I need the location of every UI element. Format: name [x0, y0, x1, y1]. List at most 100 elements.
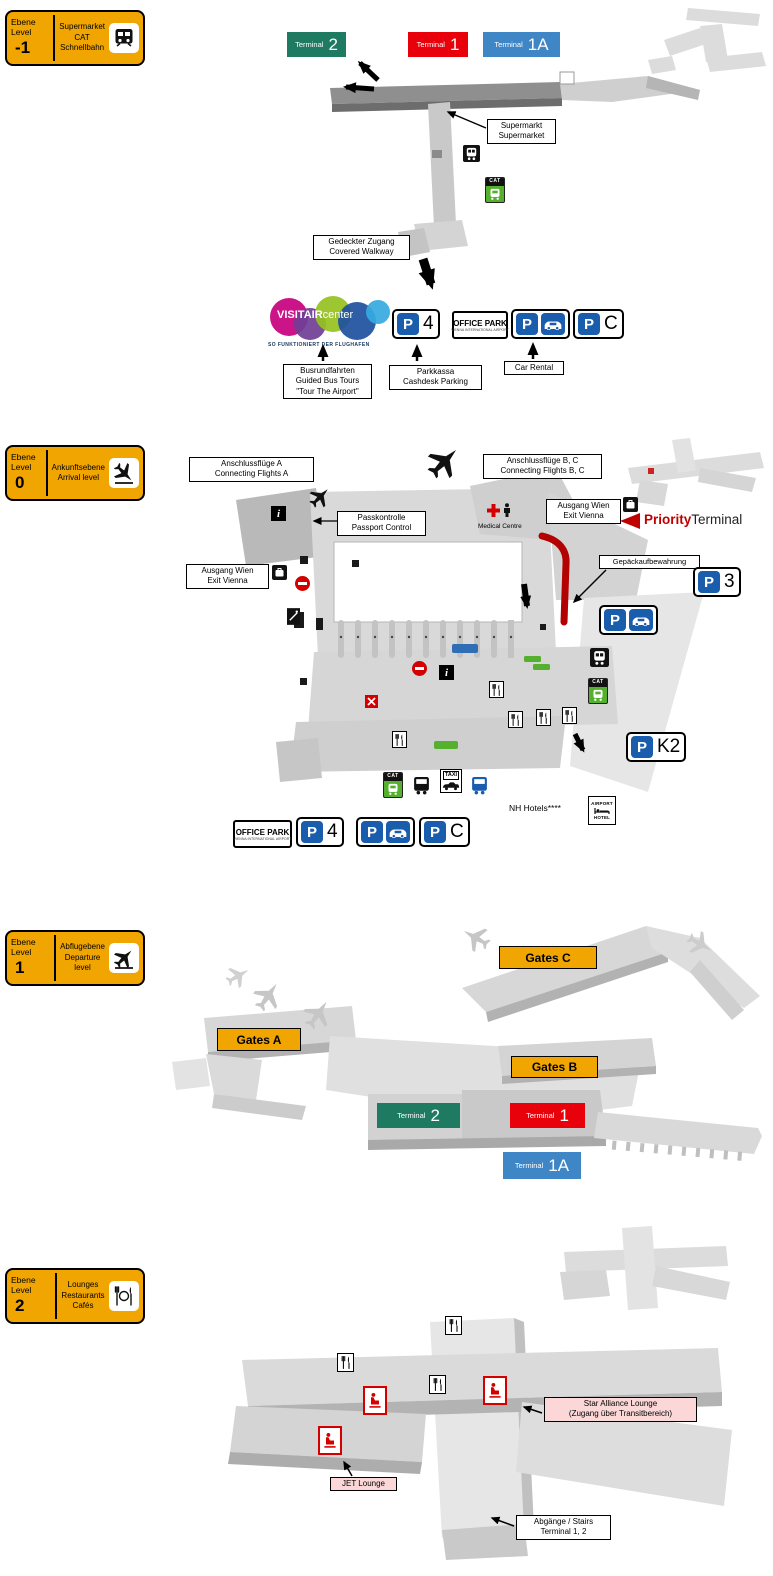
parking-c-sign: P C: [573, 309, 624, 339]
restaurant-icon: [109, 1281, 139, 1311]
label-line: Abgänge / Stairs: [533, 1517, 594, 1526]
level-badge-0: Ebene Level 0 Ankunftsebene Arrival leve…: [5, 445, 145, 501]
priority-terminal-label: Priority Terminal: [644, 512, 742, 527]
cat-label: CAT: [384, 773, 402, 781]
label-line: Covered Walkway: [329, 247, 394, 257]
label-line: (Zugang über Transitbereich): [568, 1409, 673, 1419]
gates-text: Gates B: [531, 1060, 578, 1074]
terminal-word: Terminal: [416, 40, 445, 49]
terminal-number: 2: [430, 1105, 440, 1125]
label-line: Passport Control: [351, 523, 412, 533]
visitair-circles: VISITAIRcenter: [268, 294, 394, 340]
level-description: Abflugebene Departure level: [60, 942, 105, 973]
level-number-area: Ebene Level 2: [11, 1273, 57, 1319]
parking-k2-sign: P K2: [626, 732, 687, 762]
exit-vienna-right-label: Ausgang Wien Exit Vienna: [546, 499, 621, 524]
gates-text: Gates C: [525, 950, 571, 965]
label-line: Passkontrolle: [357, 513, 406, 522]
label-line: Parkkassa: [416, 367, 455, 376]
cashdesk-parking-label: Parkkassa Cashdesk Parking: [389, 365, 482, 390]
parking-p3-sign: P 3: [693, 567, 741, 597]
terminal-number: 1: [559, 1105, 569, 1125]
cat-label: CAT: [589, 679, 607, 687]
terminal-1-badge: Terminal 1: [408, 32, 468, 57]
level-number: 2: [15, 1295, 25, 1315]
visitair-center-word: center: [322, 309, 354, 321]
priority-word: Priority: [644, 512, 692, 527]
taxi-icon: TAXI: [440, 769, 462, 793]
no-entry-icon: [295, 576, 310, 591]
terminal-word: Terminal: [526, 1111, 555, 1120]
info-icon: i: [439, 665, 454, 680]
restaurant-icon: [508, 711, 523, 728]
office-park-label: OFFICE PARK: [235, 827, 290, 837]
luggage-storage-label: Gepäckaufbewahrung: [599, 555, 700, 569]
train-icon: [109, 23, 139, 53]
level-number-area: Ebene Level -1: [11, 15, 56, 61]
terminal-1a-badge: Terminal 1A: [503, 1152, 581, 1179]
supermarket-label: Supermarkt Supermarket: [487, 119, 556, 144]
label-line: Cashdesk Parking: [403, 377, 468, 387]
plane-arrival-icon: [109, 458, 139, 488]
train-icon: [463, 145, 480, 162]
gates-text: Gates A: [236, 1032, 282, 1047]
desc-line: Lounges: [67, 1280, 99, 1290]
office-park-subtitle: VIENNA INTERNATIONAL AIRPORT: [233, 836, 292, 841]
hotel-label-line: HOTEL: [593, 814, 611, 820]
restaurant-icon: [392, 731, 407, 748]
label-line: Supermarkt: [500, 121, 543, 130]
medical-centre-label: Medical Centre: [478, 523, 522, 530]
medical-icons: [478, 503, 522, 522]
label-line: Gepäckaufbewahrung: [612, 557, 687, 566]
desc-line: Cafés: [72, 1301, 94, 1311]
car-icon: [386, 821, 410, 843]
parking-icon: P: [361, 821, 383, 843]
connecting-flights-a-label: Anschlussflüge A Connecting Flights A: [189, 457, 314, 482]
level-label: Level: [11, 462, 32, 473]
terminal-word: Terminal: [295, 40, 324, 49]
ebene-label: Ebene: [11, 452, 36, 463]
cat-train-icon: CAT: [383, 772, 403, 798]
bed-icon: [594, 807, 610, 814]
label-line: Exit Vienna: [207, 576, 248, 586]
office-park-sign: OFFICE PARK VIENNA INTERNATIONAL AIRPORT: [233, 820, 292, 848]
ebene-label: Ebene: [11, 937, 36, 948]
restaurant-icon: [337, 1353, 354, 1372]
parking-icon: P: [578, 313, 600, 335]
escalator-icon: [287, 608, 300, 625]
parking-number: 4: [327, 821, 338, 842]
lounge-icon: [483, 1376, 507, 1405]
hotel-label-line: AIRPORT: [591, 801, 613, 807]
parking-car-rental-sign: P: [599, 605, 658, 635]
taxi-label: TAXI: [442, 771, 460, 780]
covered-walkway-label: Gedeckter Zugang Covered Walkway: [313, 235, 410, 260]
parking-icon: P: [516, 313, 538, 335]
parking-number: 3: [724, 571, 735, 592]
desc-line: Ankunftsebene: [51, 462, 105, 472]
plane-departure-icon: [109, 943, 139, 973]
label-line: Busrundfahrten: [300, 366, 355, 375]
car-icon: [541, 313, 565, 335]
ebene-label: Ebene: [11, 17, 36, 28]
cat-label: CAT: [486, 178, 504, 186]
parking-car-rental-sign: P: [356, 817, 415, 847]
parking-icon: P: [424, 821, 446, 843]
car-rental-label: Car Rental: [504, 361, 564, 376]
restaurant-icon: [445, 1316, 462, 1335]
parking-number: K2: [657, 736, 681, 757]
visitair-slogan: SO FUNKTIONIERT DER FLUGHAFEN: [268, 342, 370, 348]
terminal-word: Terminal: [514, 1161, 544, 1170]
label-line: Ausgang Wien: [201, 566, 254, 575]
parking-c-sign: P C: [419, 817, 470, 847]
info-icon: i: [271, 506, 286, 521]
parking-icon: P: [397, 313, 419, 335]
gates-b-label: Gates B: [511, 1056, 598, 1078]
terminal-2-badge: Terminal 2: [377, 1103, 460, 1128]
terminal-number: 1: [449, 34, 460, 54]
level-number: 0: [15, 472, 25, 492]
level-badge-minus-1: Ebene Level -1 Supermarket CAT Schnellba…: [5, 10, 145, 66]
ebene-label: Ebene: [11, 1275, 36, 1286]
desc-line: Abflugebene: [60, 942, 105, 952]
